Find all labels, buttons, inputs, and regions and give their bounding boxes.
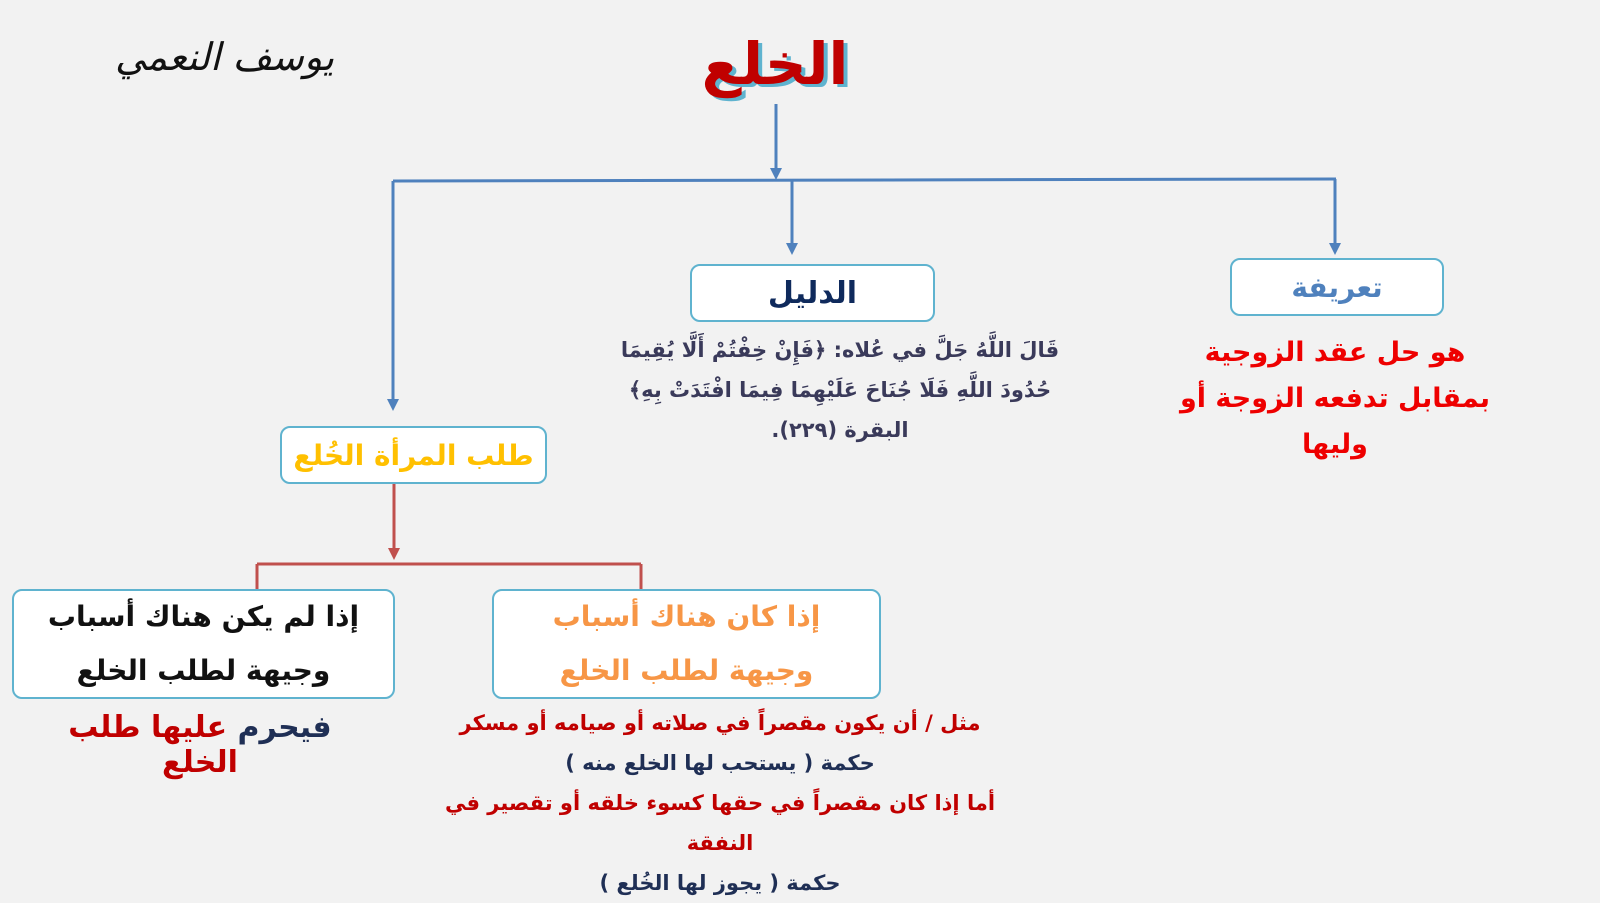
quote-intro: قَالَ اللَّهُ جَلَّ في عُلاه: [833, 338, 1060, 362]
with-reasons-label: إذا كان هناك أسباب وجيهة لطلب الخلع [552, 600, 821, 687]
example-2: أما إذا كان مقصراً في حقها كسوء خلقه أو … [444, 791, 996, 855]
with-reasons-box: إذا كان هناك أسباب وجيهة لطلب الخلع [492, 589, 881, 699]
evidence-quote: قَالَ اللَّهُ جَلَّ في عُلاه: ﴿فَإِنْ خِ… [610, 330, 1070, 450]
without-reasons-box: إذا لم يكن هناك أسباب وجيهة لطلب الخلع [12, 589, 395, 699]
definition-label: تعريفة [1291, 270, 1383, 304]
page-title: الخلع [701, 30, 849, 98]
without-reasons-ruling: فيحرم عليها طلب الخلع [30, 710, 370, 780]
ruling-2: حكمة ( يجوز لها الخُلع ) [599, 871, 841, 895]
example-1: مثل / أن يكون مقصراً في صلاته أو صيامه أ… [459, 711, 981, 735]
evidence-box: الدليل [690, 264, 935, 322]
ruling-1: حكمة ( يستحب لها الخلع منه ) [565, 751, 875, 775]
quote-reference: البقرة (٢٢٩). [771, 418, 909, 442]
with-reasons-details: مثل / أن يكون مقصراً في صلاته أو صيامه أ… [430, 703, 1010, 903]
definition-box: تعريفة [1230, 258, 1444, 316]
signature-logo: يوسف النعمي [115, 35, 335, 79]
definition-text: هو حل عقد الزوجية بمقابل تدفعه الزوجة أو… [1179, 337, 1491, 460]
evidence-label: الدليل [767, 275, 858, 311]
without-reasons-label: إذا لم يكن هناك أسباب وجيهة لطلب الخلع [47, 600, 360, 687]
quote-verse: ﴿فَإِنْ خِفْتُمْ أَلَّا يُقِيمَا حُدُودَ… [620, 338, 1052, 402]
ruling-rest: عليها طلب الخلع [68, 710, 238, 780]
ruling-prefix: فيحرم [237, 710, 332, 745]
request-box: طلب المرأة الخُلع [280, 426, 547, 484]
request-label: طلب المرأة الخُلع [293, 438, 534, 472]
